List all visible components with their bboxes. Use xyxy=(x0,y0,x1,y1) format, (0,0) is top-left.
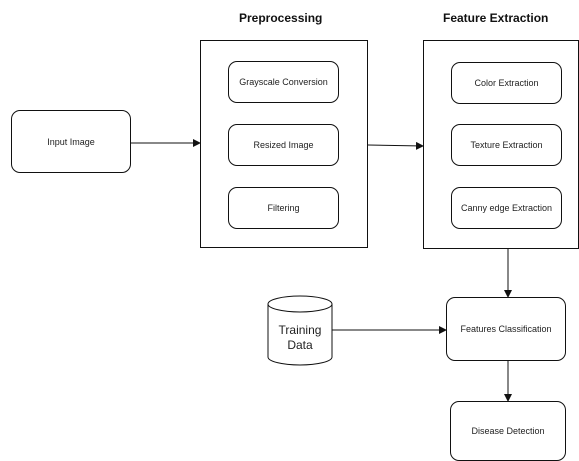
preprocessing-heading: Preprocessing xyxy=(239,11,323,25)
arrow-preprocessing-to-feature-extraction xyxy=(367,141,424,150)
training-data-cylinder xyxy=(267,295,333,366)
filtering-node: Filtering xyxy=(228,187,339,229)
canny-edge-extraction-node: Canny edge Extraction xyxy=(451,187,562,229)
color-extraction-node: Color Extraction xyxy=(451,62,562,104)
training-data-label: Training Data xyxy=(268,323,332,353)
feature-extraction-heading: Feature Extraction xyxy=(443,11,549,25)
texture-extraction-node: Texture Extraction xyxy=(451,124,562,166)
features-classification-node: Features Classification xyxy=(446,297,566,361)
training-data-label-line1: Training xyxy=(278,323,322,337)
training-data-label-line2: Data xyxy=(287,338,313,352)
resized-image-node: Resized Image xyxy=(228,124,339,166)
disease-detection-node: Disease Detection xyxy=(450,401,566,461)
input-image-node: Input Image xyxy=(11,110,131,173)
grayscale-conversion-node: Grayscale Conversion xyxy=(228,61,339,103)
